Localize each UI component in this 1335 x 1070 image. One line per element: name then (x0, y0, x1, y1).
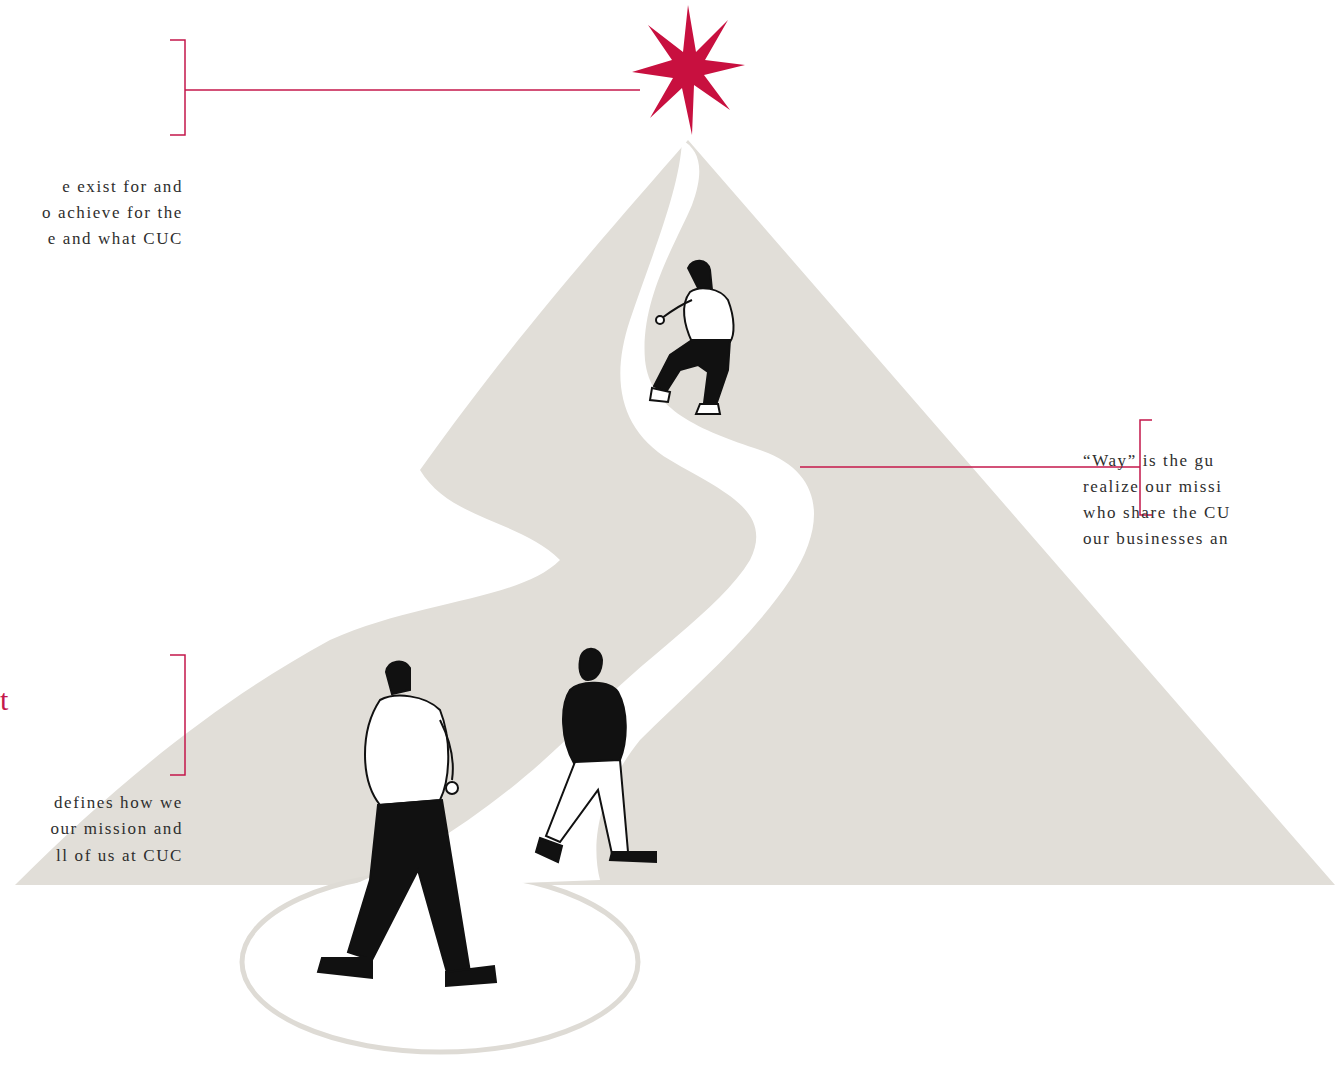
description-text: realize our missi (1083, 476, 1223, 498)
walker-top (650, 261, 734, 414)
description-text: “Way” is the gu (1083, 450, 1215, 472)
winding-path (340, 140, 814, 890)
description-text: ll of us at CUC (56, 845, 183, 867)
description-text: our businesses an (1083, 528, 1229, 550)
star (632, 5, 745, 135)
walker-front (318, 662, 496, 986)
walker-middle (536, 649, 656, 862)
description-text: e and what CUC (48, 228, 183, 250)
mountain (15, 140, 1335, 885)
leader-lines (170, 40, 1152, 775)
description-text: e exist for and (62, 176, 183, 198)
description-text: our mission and (50, 818, 183, 840)
description-text: defines how we (54, 792, 183, 814)
section-heading: t (0, 683, 8, 717)
description-text: o achieve for the (42, 202, 183, 224)
description-text: who share the CU (1083, 502, 1231, 524)
